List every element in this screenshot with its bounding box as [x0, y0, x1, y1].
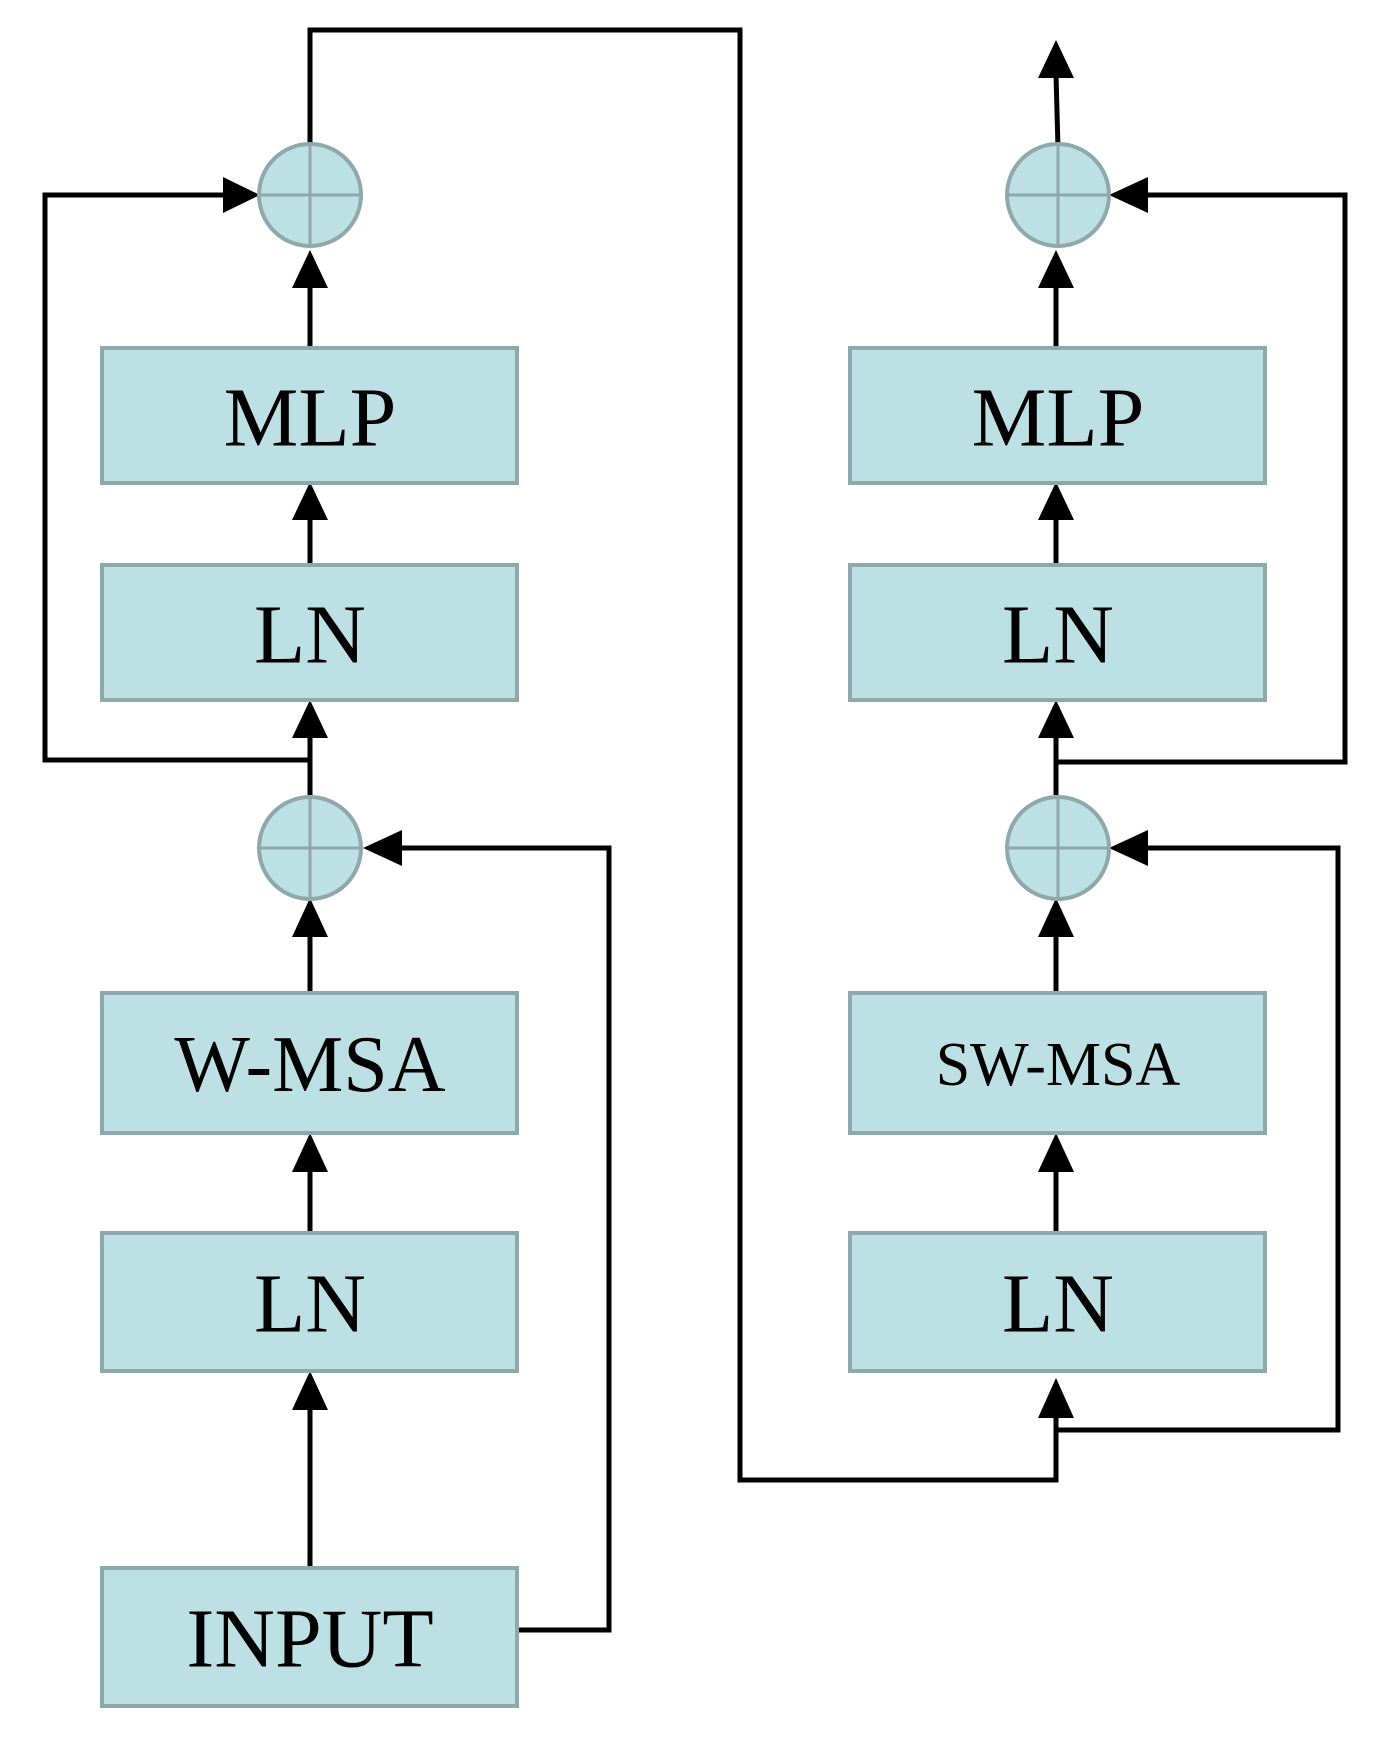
block-label: W-MSA [174, 1021, 445, 1109]
add-node-left-top [257, 142, 363, 248]
block-label: LN [254, 589, 366, 682]
block-left-wmsa: W-MSA [100, 991, 519, 1135]
arrow-up-icon [292, 1133, 328, 1172]
arrow-up-icon [292, 482, 328, 520]
block-label: INPUT [186, 1593, 433, 1686]
block-right-ln-2: LN [848, 563, 1267, 702]
arrow-up-icon [1038, 250, 1074, 288]
block-input: INPUT [100, 1566, 519, 1708]
block-left-ln-1: LN [100, 1231, 519, 1373]
arrow-up-icon [1038, 1133, 1074, 1172]
connectors [42, 27, 1348, 1633]
block-left-mlp: MLP [100, 346, 519, 485]
block-right-swmsa: SW-MSA [848, 991, 1267, 1135]
wire-residual-skip-left [42, 192, 310, 763]
wire-r-input-skip [1056, 845, 1341, 1433]
block-right-mlp: MLP [848, 346, 1267, 485]
arrow-up-icon [1038, 898, 1074, 937]
add-node-right-bottom [1005, 795, 1111, 901]
arrow-up-icon [292, 250, 328, 288]
arrow-up-icon [292, 898, 328, 937]
arrow-up-icon [1038, 700, 1074, 738]
block-right-ln-1: LN [848, 1231, 1267, 1373]
arrow-up-icon [1038, 40, 1074, 78]
arrow-left-icon [1109, 177, 1148, 213]
block-label: LN [254, 1258, 366, 1351]
arrowheads [223, 40, 1148, 1418]
block-left-ln-2: LN [100, 563, 519, 702]
arrow-left-icon [363, 830, 402, 866]
block-label: SW-MSA [936, 1031, 1181, 1099]
block-label: MLP [972, 372, 1145, 465]
block-label: LN [1002, 1258, 1114, 1351]
wire-cross-connection [307, 27, 1059, 1483]
wire-residual-skip-right [1056, 192, 1348, 765]
add-node-right-top [1005, 142, 1111, 248]
wire-r-output [1053, 74, 1061, 149]
wire-input-skip [395, 845, 612, 1633]
block-label: MLP [224, 372, 397, 465]
arrow-up-icon [292, 1371, 328, 1410]
block-label: LN [1002, 589, 1114, 682]
arrow-up-icon [292, 700, 328, 738]
arrow-up-icon [1038, 1378, 1074, 1418]
arrow-left-icon [1109, 830, 1148, 866]
add-node-left-bottom [257, 795, 363, 901]
arrow-right-icon [223, 177, 260, 213]
arrow-up-icon [1038, 482, 1074, 520]
